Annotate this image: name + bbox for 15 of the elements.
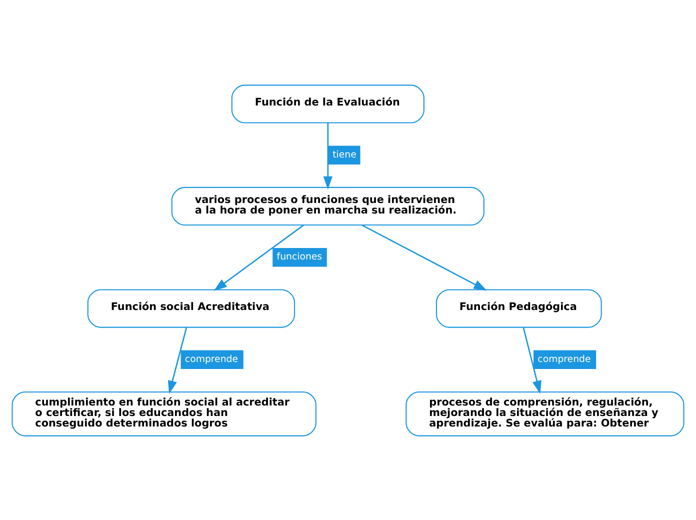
node-box: Función de la Evaluación bbox=[231, 84, 424, 123]
node-box: varios procesos o funciones que intervienen a la hora de poner en marcha su realización. bbox=[171, 186, 484, 226]
arrow bbox=[522, 326, 542, 394]
node-box: Función social Acreditativa bbox=[87, 288, 296, 328]
edge-label: tiene bbox=[332, 148, 356, 160]
node-box: Función Pedagógica bbox=[436, 288, 602, 328]
arrow bbox=[323, 122, 333, 189]
edge-label: comprende bbox=[538, 353, 591, 364]
node-box: cumplimiento en función social al acreditar o certificar, si los educandos han conseguido determinados logros bbox=[12, 390, 316, 436]
node-box: procesos de comprensión, regulación, mejorando la situación de enseñanza y aprendizaje. Se evalúa para: Obtener bbox=[406, 390, 684, 436]
arrow bbox=[168, 326, 188, 394]
edge-label: comprende bbox=[184, 353, 238, 364]
edge-label: funciones bbox=[276, 251, 322, 262]
arrow bbox=[362, 224, 487, 290]
arrow bbox=[214, 224, 304, 290]
